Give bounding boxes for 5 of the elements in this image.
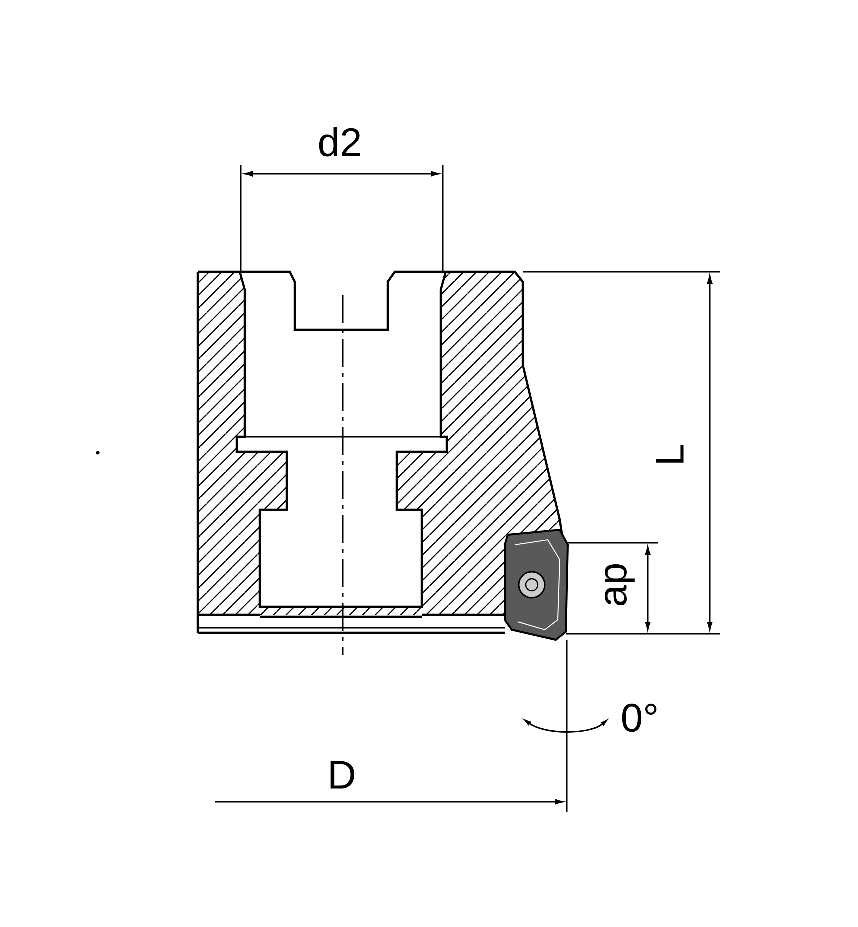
dimension-label: L [656, 445, 684, 463]
dimension-label: D [330, 761, 355, 789]
dimension-label: ap [605, 564, 635, 606]
dimension-label: 0° [622, 704, 657, 732]
dimension-label: d2 [319, 127, 360, 157]
